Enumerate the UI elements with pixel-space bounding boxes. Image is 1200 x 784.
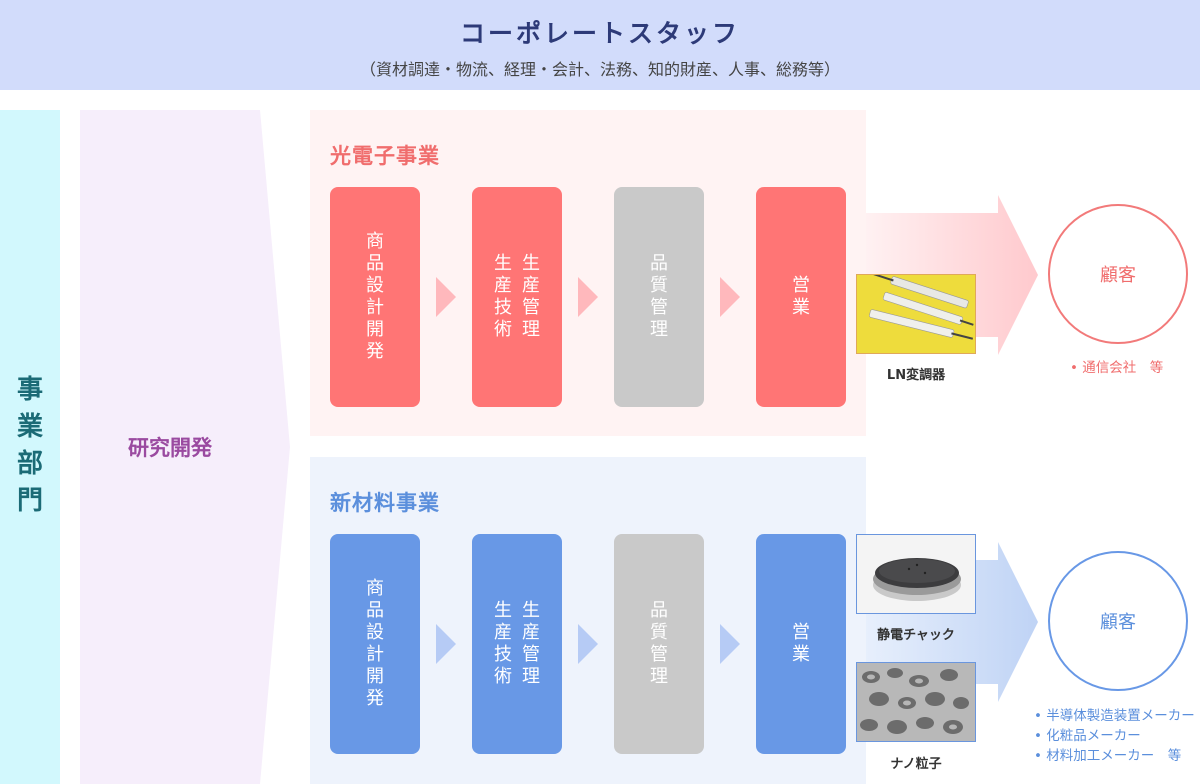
electrostatic-chuck-label: 静電チャック <box>877 628 955 643</box>
material-step-product-design: 商 品 設 計 開 発 <box>330 534 420 754</box>
ln-modulator-label: LN変調器 <box>886 368 946 383</box>
business-division-band <box>0 110 60 784</box>
optical-customer-label: 顧客 <box>1100 265 1136 286</box>
list-item: 材料加工メーカー 等 <box>1034 746 1195 766</box>
rnd-arrow <box>80 110 290 784</box>
corporate-staff-banner <box>0 0 1200 90</box>
list-item: 半導体製造装置メーカー <box>1034 706 1195 726</box>
nanoparticle-label: ナノ粒子 <box>890 757 942 772</box>
material-chevron-1 <box>436 624 456 664</box>
material-customer-label: 顧客 <box>1100 612 1136 633</box>
optical-chevron-2 <box>578 277 598 317</box>
corporate-staff-subtitle: （資材調達・物流、経理・会計、法務、知的財産、人事、総務等） <box>359 60 840 79</box>
business-division-label: 事 業 部 門 <box>16 375 43 516</box>
ln-modulator-photo <box>856 274 976 354</box>
list-item: 通信会社 等 <box>1070 358 1163 378</box>
optical-step-product-design: 商 品 設 計 開 発 <box>330 187 420 407</box>
material-chevron-3 <box>720 624 740 664</box>
nanoparticle-photo <box>856 662 976 742</box>
rnd-label: 研究開発 <box>128 436 212 460</box>
optical-customer-circle: 顧客 <box>1048 204 1188 344</box>
optical-customer-list: 通信会社 等 <box>1070 358 1163 378</box>
material-chevron-2 <box>578 624 598 664</box>
material-customer-list: 半導体製造装置メーカー 化粧品メーカー 材料加工メーカー 等 <box>1034 706 1195 766</box>
optical-step-sales: 営 業 <box>756 187 846 407</box>
list-item: 化粧品メーカー <box>1034 726 1195 746</box>
material-step-quality: 品 質 管 理 <box>614 534 704 754</box>
corporate-staff-title: コーポレートスタッフ <box>459 19 740 48</box>
material-business-title: 新材料事業 <box>330 491 440 515</box>
material-step-production: 生 産 技 術 生 産 管 理 <box>472 534 562 754</box>
optical-chevron-1 <box>436 277 456 317</box>
optical-business-title: 光電子事業 <box>330 144 440 168</box>
optical-chevron-3 <box>720 277 740 317</box>
optical-step-quality: 品 質 管 理 <box>614 187 704 407</box>
optical-step-production: 生 産 技 術 生 産 管 理 <box>472 187 562 407</box>
electrostatic-chuck-photo <box>856 534 976 614</box>
material-step-sales: 営 業 <box>756 534 846 754</box>
material-customer-circle: 顧客 <box>1048 551 1188 691</box>
